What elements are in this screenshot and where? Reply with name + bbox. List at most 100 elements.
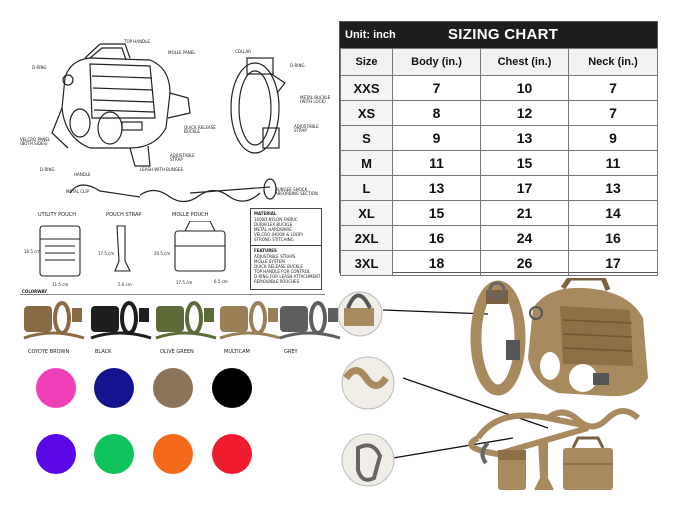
label-metal-clip: METAL CLIP (66, 189, 89, 194)
feature-item: MOLLE SYSTEM (254, 259, 285, 264)
size-cell: XL (340, 200, 393, 226)
label-molle-panel: MOLLE PANEL (168, 50, 196, 55)
collar-sketch (230, 57, 286, 154)
measure-cell: 7 (392, 75, 481, 101)
size-cell: M (340, 150, 393, 176)
material-title: MATERIAL (254, 211, 277, 216)
size-cell: 2XL (340, 225, 393, 251)
measure-cell: 8 (392, 100, 481, 126)
dim-5: 20.5 cm (154, 251, 171, 256)
measure-cell: 7 (568, 75, 658, 101)
colorway-swatch (218, 298, 283, 344)
measure-cell: 9 (392, 125, 481, 151)
size-cell: XS (340, 100, 393, 126)
size-cell: L (340, 175, 393, 201)
colorway-swatch (22, 298, 87, 344)
measure-cell: 15 (392, 200, 481, 226)
material-item: METAL HARDWARE (254, 227, 292, 232)
caption-molle-pouch: MOLLE POUCH (172, 212, 209, 218)
header-size: Size (340, 48, 393, 76)
measure-cell: 9 (568, 125, 658, 151)
measure-cell: 7 (568, 100, 658, 126)
feature-item: D-RING FOR LEASH ATTACHMENT (254, 274, 321, 279)
measure-cell: 13 (480, 125, 569, 151)
harness-sketch (51, 43, 191, 167)
sizing-table: Size Body (in.) Chest (in.) Neck (in.) X… (340, 48, 658, 276)
material-item: STRONG STITCHING (254, 237, 294, 242)
size-cell: 3XL (340, 250, 393, 276)
colorway-swatch (89, 298, 154, 344)
color-dot (153, 434, 193, 474)
measure-cell: 21 (480, 200, 569, 226)
label-handle: HANDLE (74, 172, 91, 177)
size-cell: XXS (340, 75, 393, 101)
header-chest: Chest (in.) (480, 48, 569, 76)
measure-cell: 12 (480, 100, 569, 126)
label-collar-d-ring: D-RING (290, 63, 305, 68)
material-item: 1000D NYLON FABRIC (254, 217, 298, 222)
color-dot (212, 368, 252, 408)
color-dot (212, 434, 252, 474)
product-photo-illustration (337, 275, 648, 490)
label-d-ring-bottom: D-RING (40, 167, 55, 172)
sizing-header-row: Size Body (in.) Chest (in.) Neck (in.) (340, 48, 658, 76)
label-collar: COLLAR (235, 49, 252, 54)
measure-cell: 14 (568, 200, 658, 226)
material-item: VELCRO (HOOK & LOOP) (254, 232, 303, 237)
color-dot (94, 434, 134, 474)
unit-label: Unit: inch (345, 29, 396, 41)
color-dot (36, 368, 76, 408)
product-photo (337, 275, 668, 506)
harness-icon (90, 301, 152, 340)
dim-3: 17.5 cm (98, 251, 115, 256)
colorway-name: MULTICAM (224, 349, 250, 355)
colorway-name: BLACK (95, 349, 112, 355)
label-metal-buckle: METAL BUCKLE (WITH LOCK) (300, 95, 331, 104)
measure-cell: 18 (392, 250, 481, 276)
pouch-sketches (39, 221, 226, 277)
measure-cell: 13 (568, 175, 658, 201)
colorway-divider (20, 294, 325, 295)
harness-icon (155, 301, 217, 340)
measure-cell: 26 (480, 250, 569, 276)
colorway-swatch (278, 298, 343, 344)
features-title: FEATURES (254, 248, 277, 253)
caption-utility-pouch: UTILITY POUCH (38, 212, 77, 218)
feature-item: ADJUSTABLE STRAPS (254, 254, 296, 259)
vest-photo (528, 275, 648, 397)
header-neck: Neck (in.) (568, 48, 658, 76)
harness-icon (23, 301, 85, 340)
sizing-chart-title: SIZING CHART (448, 26, 559, 43)
label-quick-release: QUICK RELEASE BUCKLE (184, 125, 216, 134)
colorway-name: OLIVE GREEN (160, 349, 194, 355)
measure-cell: 17 (568, 250, 658, 276)
label-d-ring-left: D-RING (32, 65, 47, 70)
measure-cell: 11 (568, 150, 658, 176)
measure-cell: 16 (568, 225, 658, 251)
dim-4: 5.6 cm (118, 282, 132, 287)
dim-7: 6.5 cm (214, 279, 228, 284)
measure-cell: 11 (392, 150, 481, 176)
material-item: DURAFLEX BUCKLE (254, 222, 293, 227)
dim-2: 11.5 cm (52, 282, 69, 287)
label-top-handle: TOP HANDLE (124, 39, 150, 44)
measure-cell: 13 (392, 175, 481, 201)
colorway-name: COYOTE BROWN (28, 349, 70, 355)
collar-photo (470, 280, 526, 396)
pouch-strap-photo (534, 440, 554, 490)
colorway-title: COLORWAY (22, 289, 50, 294)
dim-6: 17.5 cm (176, 280, 193, 285)
clip-closeup (341, 433, 395, 487)
feature-item: TOP HANDLE FOR CONTROL (254, 269, 311, 274)
sizing-chart: Unit: inch SIZING CHART Size Body (in.) … (339, 21, 658, 276)
color-dot (153, 368, 193, 408)
caption-pouch-strap: POUCH STRAP (106, 212, 142, 218)
feature-item: REMOVABLE POUCHES (254, 279, 300, 284)
molle-pouch-photo (563, 448, 613, 490)
